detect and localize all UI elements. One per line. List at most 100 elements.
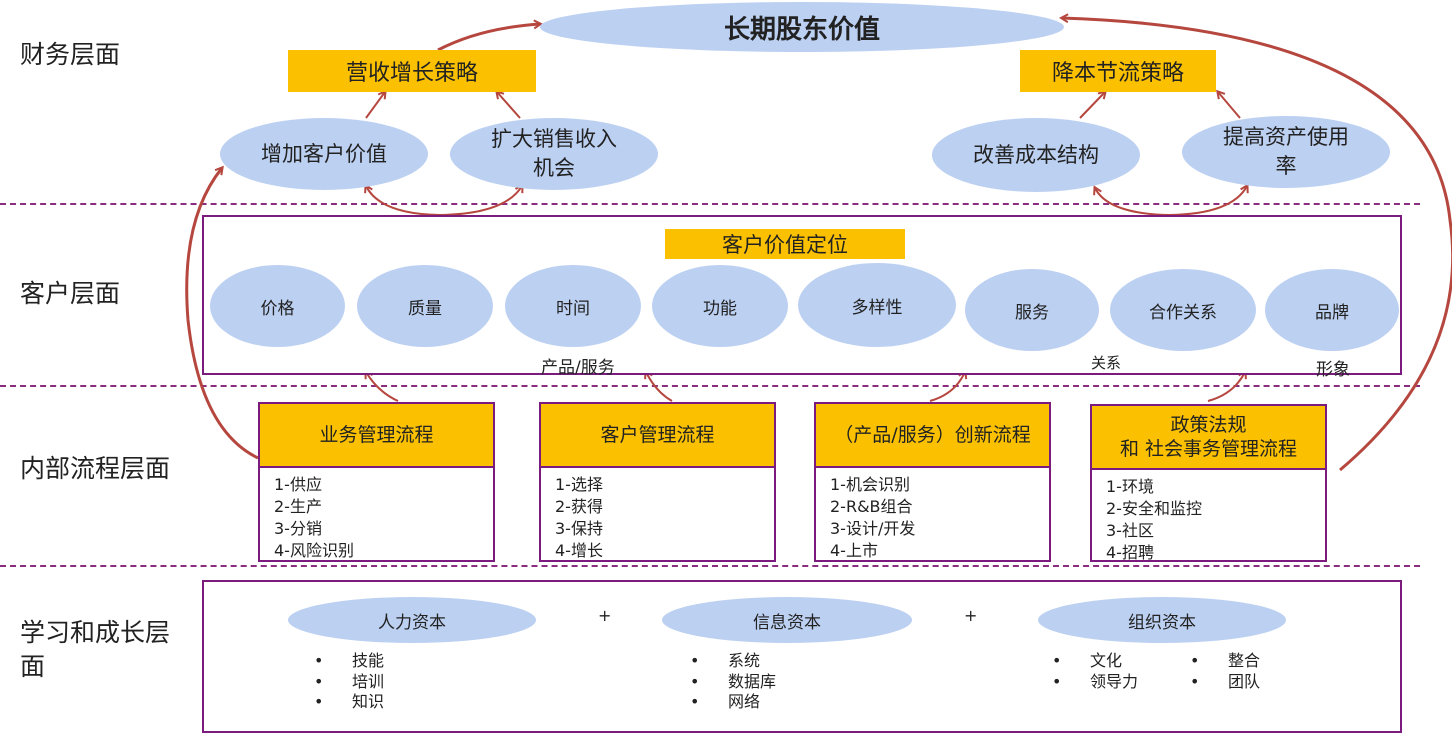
process-item: 1-环境	[1106, 477, 1154, 496]
cost-strategy-label: 降本节流策略	[1051, 61, 1184, 86]
arrow-policy-to-attributes	[1207, 372, 1245, 402]
arrow-box-to-custvalue	[366, 186, 441, 216]
arrow-box-to-cost	[1095, 188, 1171, 216]
bullet-item: 文化	[1052, 651, 1138, 672]
arrow-business-to-attributes	[366, 372, 399, 402]
human-capital-items: 技能 培训 知识	[314, 651, 384, 713]
revenue-strategy-label: 营收增长策略	[345, 61, 478, 86]
customer-value-title: 客户价值定位	[722, 233, 848, 257]
process-item: 3-分销	[274, 519, 322, 538]
attribute-service: 服务	[1015, 302, 1049, 323]
group-label-relation: 关系	[1091, 354, 1122, 372]
process-title-policy: 政策法规 和 社会事务管理流程	[1092, 406, 1325, 470]
asset-usage-ellipse: 提高资产使用率	[1182, 116, 1390, 188]
process-item: 4-风险识别	[274, 541, 354, 560]
process-item: 4-上市	[830, 541, 878, 560]
bullet-item: 领导力	[1052, 672, 1138, 693]
arrow-custvalue-to-revenue	[365, 92, 385, 119]
customer-value-title-box: 客户价值定位	[665, 229, 905, 259]
process-items-policy: 1-环境 2-安全和监控 3-社区 4-招聘	[1106, 476, 1202, 564]
attribute-brand-ellipse: 品牌	[1265, 269, 1399, 351]
arrow-business-to-customer-value	[185, 168, 259, 460]
cost-strategy-box: 降本节流策略	[1020, 50, 1216, 92]
layer-label-learning: 学习和成长层面	[20, 618, 171, 681]
info-capital-items: 系统 数据库 网络	[690, 651, 776, 713]
attribute-partnership-ellipse: 合作关系	[1110, 269, 1256, 351]
process-item: 1-选择	[555, 475, 603, 494]
attribute-price-ellipse: 价格	[210, 265, 345, 347]
org-capital-ellipse: 组织资本	[1038, 597, 1286, 643]
group-label-image: 形象	[1316, 360, 1350, 380]
attribute-service-ellipse: 服务	[965, 269, 1099, 351]
attribute-brand: 品牌	[1315, 302, 1349, 323]
process-title-business: 业务管理流程	[260, 404, 493, 468]
bullet-item: 系统	[690, 651, 776, 672]
arrow-box-to-sales	[439, 186, 522, 216]
arrow-cost-to-coststrategy	[1079, 92, 1105, 119]
bullet-item: 知识	[314, 692, 384, 713]
group-label-product: 产品/服务	[541, 358, 615, 378]
arrow-policy-to-goal	[1062, 18, 1452, 472]
bullet-item: 团队	[1190, 672, 1260, 693]
arrow-revenue-to-goal	[437, 24, 540, 52]
goal-ellipse: 长期股东价值	[540, 2, 1064, 52]
process-items-innovation: 1-机会识别 2-R&B组合 3-设计/开发 4-上市	[830, 474, 915, 562]
process-items-customer: 1-选择 2-获得 3-保持 4-增长	[555, 474, 603, 562]
process-item: 2-R&B组合	[830, 497, 913, 516]
process-title-innovation: （产品/服务）创新流程	[816, 404, 1049, 468]
process-item: 2-生产	[274, 497, 322, 516]
revenue-strategy-box: 营收增长策略	[288, 50, 536, 92]
expand-sales-ellipse: 扩大销售收入机会	[450, 118, 658, 190]
expand-sales-label: 扩大销售收入机会	[491, 127, 617, 180]
separator-financial-customer	[0, 203, 1420, 205]
increase-customer-value-ellipse: 增加客户价值	[220, 118, 428, 190]
attribute-function: 功能	[703, 298, 737, 319]
process-item: 2-获得	[555, 497, 603, 516]
process-item: 4-增长	[555, 541, 603, 560]
process-item: 2-安全和监控	[1106, 499, 1202, 518]
human-capital-ellipse: 人力资本	[288, 597, 536, 643]
layer-label-financial: 财务层面	[20, 40, 121, 69]
attribute-variety: 多样性	[851, 297, 903, 318]
process-item: 3-设计/开发	[830, 519, 916, 538]
arrow-sales-to-revenue	[497, 92, 521, 119]
attribute-variety-ellipse: 多样性	[798, 263, 956, 347]
process-title-customer: 客户管理流程	[541, 404, 774, 468]
arrow-box-to-asset	[1169, 186, 1247, 216]
bullet-item: 数据库	[690, 672, 776, 693]
bullet-item: 整合	[1190, 651, 1260, 672]
process-item: 1-供应	[274, 475, 322, 494]
asset-usage-label: 提高资产使用率	[1223, 125, 1349, 178]
attribute-time-ellipse: 时间	[505, 265, 641, 347]
bullet-item: 网络	[690, 692, 776, 713]
process-item: 3-保持	[555, 519, 603, 538]
plus-sign-2: +	[964, 606, 978, 625]
bullet-item: 培训	[314, 672, 384, 693]
attribute-function-ellipse: 功能	[652, 265, 788, 347]
attribute-time: 时间	[556, 298, 590, 319]
layer-label-customer: 客户层面	[20, 279, 121, 308]
info-capital-ellipse: 信息资本	[662, 597, 912, 643]
plus-sign-1: +	[598, 606, 612, 625]
org-capital-items-right: 整合 团队	[1190, 651, 1260, 692]
process-box-policy: 政策法规 和 社会事务管理流程 1-环境 2-安全和监控 3-社区 4-招聘	[1090, 404, 1327, 562]
process-item: 4-招聘	[1106, 543, 1154, 562]
process-item: 3-社区	[1106, 521, 1154, 540]
increase-customer-value-label: 增加客户价值	[261, 141, 387, 166]
process-box-business: 业务管理流程 1-供应 2-生产 3-分销 4-风险识别	[258, 402, 495, 562]
attribute-quality-ellipse: 质量	[357, 265, 493, 347]
attribute-partnership: 合作关系	[1149, 302, 1217, 323]
process-box-customer: 客户管理流程 1-选择 2-获得 3-保持 4-增长	[539, 402, 776, 562]
org-capital-label: 组织资本	[1128, 612, 1196, 633]
layer-label-internal: 内部流程层面	[20, 454, 171, 483]
org-capital-items-left: 文化 领导力	[1052, 651, 1138, 692]
human-capital-label: 人力资本	[378, 612, 446, 633]
process-items-business: 1-供应 2-生产 3-分销 4-风险识别	[274, 474, 354, 562]
process-box-innovation: （产品/服务）创新流程 1-机会识别 2-R&B组合 3-设计/开发 4-上市	[814, 402, 1051, 562]
arrow-innovation-to-attributes	[929, 372, 965, 402]
goal-label: 长期股东价值	[723, 14, 880, 45]
separator-internal-learning	[0, 565, 1420, 567]
info-capital-label: 信息资本	[753, 612, 821, 633]
process-item: 1-机会识别	[830, 475, 910, 494]
attribute-price: 价格	[260, 298, 295, 319]
